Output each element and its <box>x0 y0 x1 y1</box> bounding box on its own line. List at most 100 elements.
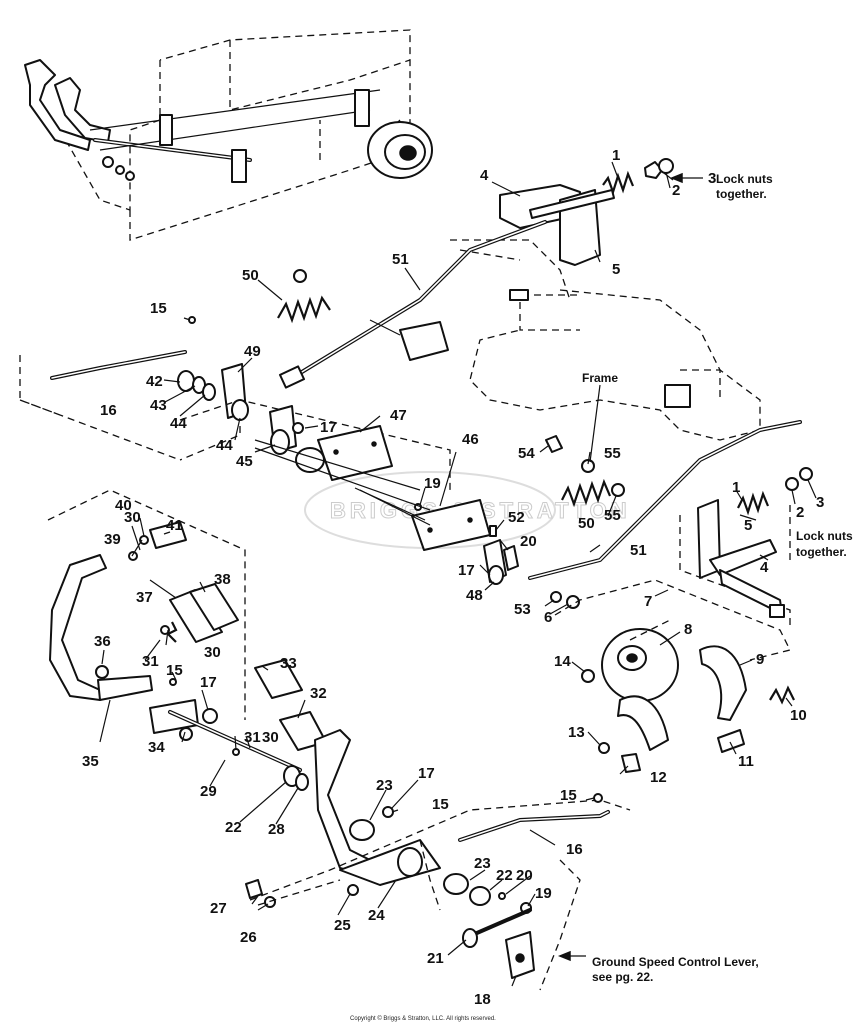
callout-31a: 31 <box>142 653 159 670</box>
callout-22a: 22 <box>225 819 242 836</box>
callout-30b: 30 <box>204 644 221 661</box>
callout-28: 28 <box>268 821 285 838</box>
callout-23b: 23 <box>474 855 491 872</box>
lower-linkage-assembly <box>245 793 631 991</box>
callout-5: 5 <box>612 261 620 278</box>
callout-19b: 19 <box>535 885 552 902</box>
callout-32: 32 <box>310 685 327 702</box>
callout-46: 46 <box>462 431 479 448</box>
note-ground-speed-line1: Ground Speed Control Lever, <box>592 955 759 969</box>
callout-49: 49 <box>244 343 261 360</box>
leader-lines <box>99 161 817 987</box>
main-pedal-assembly <box>149 659 441 896</box>
upper-brake-bracket-assembly <box>450 158 703 331</box>
callout-42: 42 <box>146 373 163 390</box>
callout-30a: 30 <box>124 509 141 526</box>
callout-4: 4 <box>480 167 489 184</box>
overview-frame-illustration <box>24 29 433 241</box>
callout-22b: 22 <box>496 867 513 884</box>
callout-45: 45 <box>236 453 253 470</box>
callout-1: 1 <box>612 147 620 164</box>
copyright-text: Copyright © Briggs & Stratton, LLC. All … <box>350 1015 496 1022</box>
callout-35: 35 <box>82 753 99 770</box>
callout-8: 8 <box>684 621 692 638</box>
notes: Lock nuts together. Lock nuts together. … <box>582 172 853 984</box>
callout-50b: 50 <box>578 515 595 532</box>
brake-drum-assembly <box>554 579 795 773</box>
callout-2b: 2 <box>796 504 804 521</box>
callout-15b: 15 <box>166 662 183 679</box>
note-ground-speed-line2: see pg. 22. <box>592 970 653 984</box>
callout-15a: 15 <box>150 300 167 317</box>
callout-20b: 20 <box>516 867 533 884</box>
callout-23a: 23 <box>376 777 393 794</box>
callout-27: 27 <box>210 900 227 917</box>
callout-17b: 17 <box>458 562 475 579</box>
note-lock-nuts-right-line1: Lock nuts <box>796 529 853 543</box>
callout-34: 34 <box>148 739 165 756</box>
callout-53: 53 <box>514 601 531 618</box>
callout-3: 3 <box>708 170 716 187</box>
rod-16-upper <box>19 350 241 461</box>
callout-20a: 20 <box>520 533 537 550</box>
callout-9: 9 <box>756 651 764 668</box>
callout-1b: 1 <box>732 479 740 496</box>
callout-4b: 4 <box>760 559 769 576</box>
callout-12: 12 <box>650 769 667 786</box>
note-lock-nuts-top-line2: together. <box>716 187 767 201</box>
callout-19a: 19 <box>424 475 441 492</box>
transmission-outline <box>459 249 761 441</box>
callout-7: 7 <box>644 593 652 610</box>
callout-15c: 15 <box>432 796 449 813</box>
callout-15d: 15 <box>560 787 577 804</box>
callout-11: 11 <box>738 753 754 770</box>
callout-51a: 51 <box>392 251 409 268</box>
callout-43: 43 <box>150 397 167 414</box>
callout-44b: 44 <box>216 437 233 454</box>
callout-16b: 16 <box>566 841 583 858</box>
callout-17d: 17 <box>418 765 435 782</box>
callout-30c: 30 <box>262 729 279 746</box>
callout-21: 21 <box>427 950 444 967</box>
callout-2: 2 <box>672 182 680 199</box>
callout-6: 6 <box>544 609 552 626</box>
callout-16a: 16 <box>100 402 117 419</box>
middle-linkage <box>483 420 802 609</box>
callout-48: 48 <box>466 587 483 604</box>
rod-51-upper <box>278 220 547 389</box>
bracket-assembly-45 <box>179 399 491 551</box>
callout-3b: 3 <box>816 494 824 511</box>
note-lock-nuts-right-line2: together. <box>796 545 847 559</box>
callout-52: 52 <box>508 509 525 526</box>
part-callouts: 1 2 3 4 5 1 2 3 4 5 6 7 8 9 10 11 12 13 … <box>82 147 824 1008</box>
note-lock-nuts-top-line1: Lock nuts <box>716 172 773 186</box>
callout-14: 14 <box>554 653 571 670</box>
callout-17a: 17 <box>320 419 337 436</box>
callout-29: 29 <box>200 783 217 800</box>
callout-37: 37 <box>136 589 153 606</box>
callout-55b: 55 <box>604 507 621 524</box>
lower-right-bracket-assembly <box>679 467 813 625</box>
callout-33: 33 <box>280 655 297 672</box>
callout-13: 13 <box>568 724 585 741</box>
callout-18: 18 <box>474 991 491 1008</box>
pivot-assembly-49 <box>177 316 249 421</box>
callout-26: 26 <box>240 929 257 946</box>
spring-50-upper <box>277 269 449 361</box>
callout-17c: 17 <box>200 674 217 691</box>
callout-38: 38 <box>214 571 231 588</box>
callout-40: 40 <box>115 497 132 514</box>
callout-24: 24 <box>368 907 385 924</box>
callout-10: 10 <box>790 707 807 724</box>
left-pedal-assembly <box>47 489 246 720</box>
callout-54: 54 <box>518 445 535 462</box>
callout-39: 39 <box>104 531 121 548</box>
note-frame: Frame <box>582 371 618 385</box>
callout-55a: 55 <box>604 445 621 462</box>
callout-44a: 44 <box>170 415 187 432</box>
callout-51b: 51 <box>630 542 647 559</box>
callout-47: 47 <box>390 407 407 424</box>
callout-5b: 5 <box>744 517 752 534</box>
callout-25: 25 <box>334 917 351 934</box>
